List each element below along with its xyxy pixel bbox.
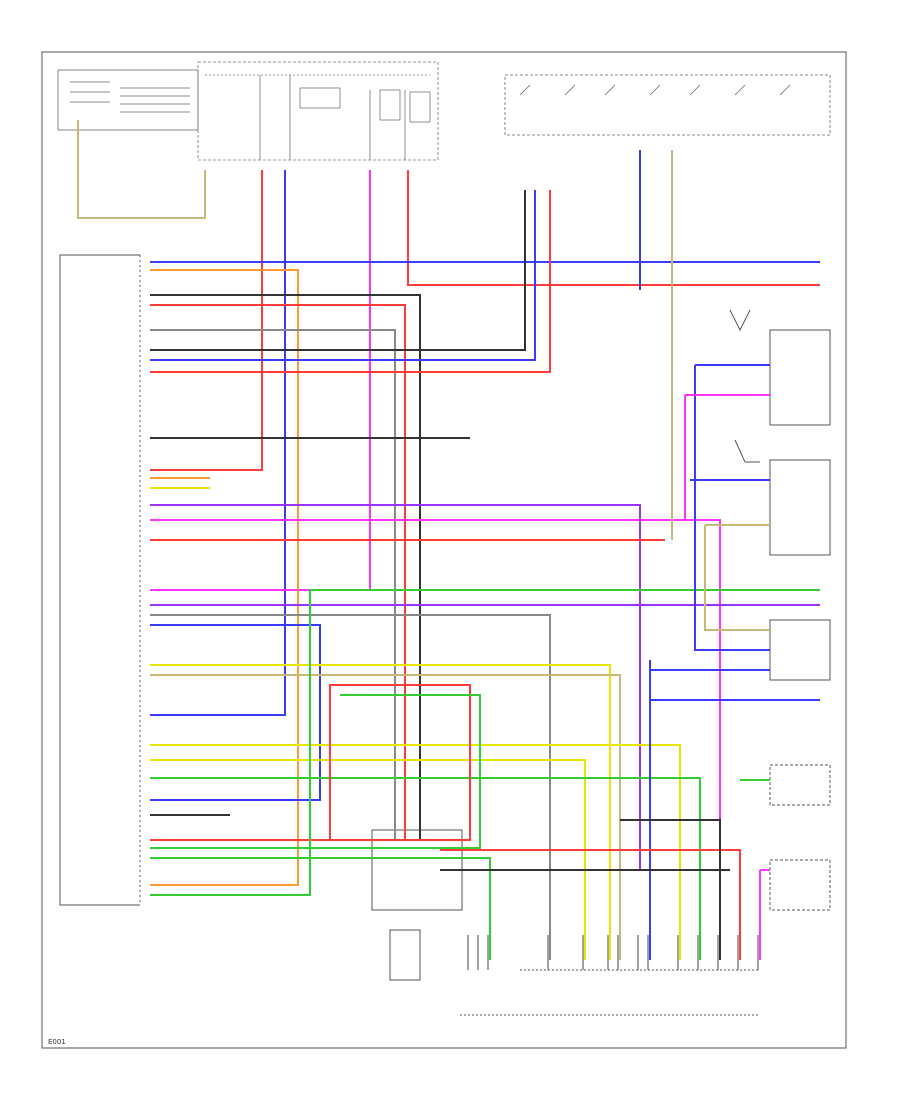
wires bbox=[150, 150, 820, 960]
right-modules bbox=[729, 309, 831, 911]
diagram-border bbox=[41, 51, 847, 1049]
footer-code: E001 bbox=[48, 1038, 66, 1046]
audio-unit-module bbox=[59, 254, 141, 906]
fuse-junction-box bbox=[197, 61, 439, 161]
connector-ticks bbox=[467, 935, 759, 970]
bottom-connectors bbox=[371, 829, 760, 1016]
wire-tan-ignition bbox=[77, 120, 206, 219]
switch-panel bbox=[504, 74, 831, 136]
